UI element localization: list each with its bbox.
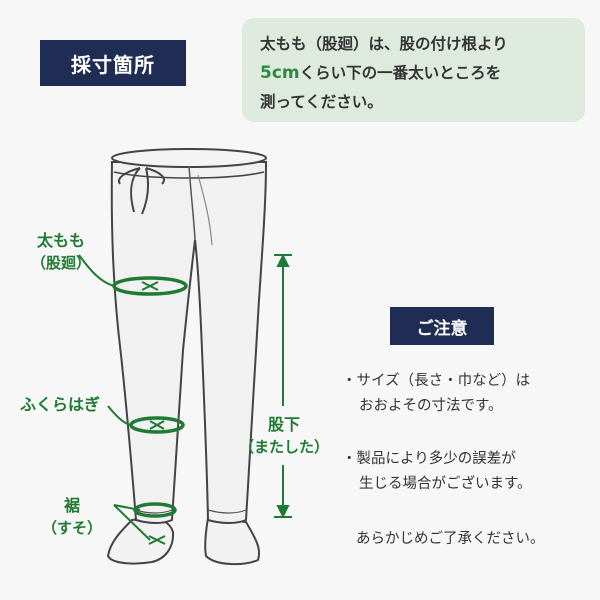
right-foot-illustration — [204, 516, 260, 566]
left-foot-illustration — [106, 516, 175, 565]
inseam-arrow-top — [276, 253, 290, 267]
hem-line-right — [207, 509, 247, 514]
info-line-1: 太もも（股廻）は、股の付け根より — [260, 35, 508, 53]
hem-label: 裾 （すそ） — [40, 495, 104, 539]
measurement-info-box: 太もも（股廻）は、股の付け根より 5cmくらい下の一番太いところを 測ってくださ… — [242, 18, 585, 122]
thigh-label: 太もも （股廻） — [18, 230, 104, 274]
front-seam — [188, 165, 196, 241]
note-item-1-line-2: おおよその寸法です。 — [359, 398, 503, 414]
note-item-1-line-1: ・サイズ（長さ・巾など）は — [342, 373, 531, 389]
info-line-2-rest: くらい下の一番太いところを — [299, 64, 502, 82]
note-item-2: ・製品により多少の誤差が 生じる場合がございます。 — [342, 447, 532, 497]
hem-leader-line-1 — [113, 504, 141, 511]
calf-label: ふくらはぎ — [19, 395, 100, 414]
leg-fold-line — [197, 174, 213, 246]
thigh-leader-line — [78, 254, 115, 287]
hem-label-sub: （すそ） — [41, 519, 102, 537]
inseam-label: 股下 （またした） — [238, 414, 330, 458]
note-item-2-line-1: ・製品により多少の誤差が — [342, 451, 516, 467]
info-highlight-5cm: 5cm — [260, 63, 300, 83]
foot-measure-arrow — [148, 535, 166, 545]
page-title: 採寸箇所 — [40, 40, 186, 86]
note-item-2-line-2: 生じる場合がございます。 — [359, 476, 532, 492]
inseam-label-sub: （またした） — [238, 438, 329, 456]
inseam-arrow-bottom — [276, 505, 290, 519]
thigh-label-main: 太もも — [36, 231, 85, 250]
drawstring — [118, 167, 165, 215]
hem-leader-line-2 — [113, 504, 151, 541]
calf-leader-line — [107, 405, 132, 426]
waistband — [111, 148, 267, 168]
info-line-2: 5cmくらい下の一番太いところを — [260, 59, 585, 88]
notes-title: ご注意 — [390, 307, 494, 345]
note-item-1: ・サイズ（長さ・巾など）は おおよその寸法です。 — [342, 369, 530, 419]
thigh-measure-arrow — [141, 281, 159, 291]
note-closing: あらかじめご了承ください。 — [356, 531, 545, 547]
inseam-label-main: 股下 — [267, 415, 300, 434]
hem-label-main: 裾 — [63, 496, 80, 515]
thigh-label-sub: （股廻） — [30, 254, 91, 272]
hem-line-left — [135, 509, 173, 514]
pants-outline — [110, 161, 268, 524]
info-line-3: 測ってください。 — [260, 93, 383, 111]
calf-measure-arrow — [149, 420, 165, 430]
